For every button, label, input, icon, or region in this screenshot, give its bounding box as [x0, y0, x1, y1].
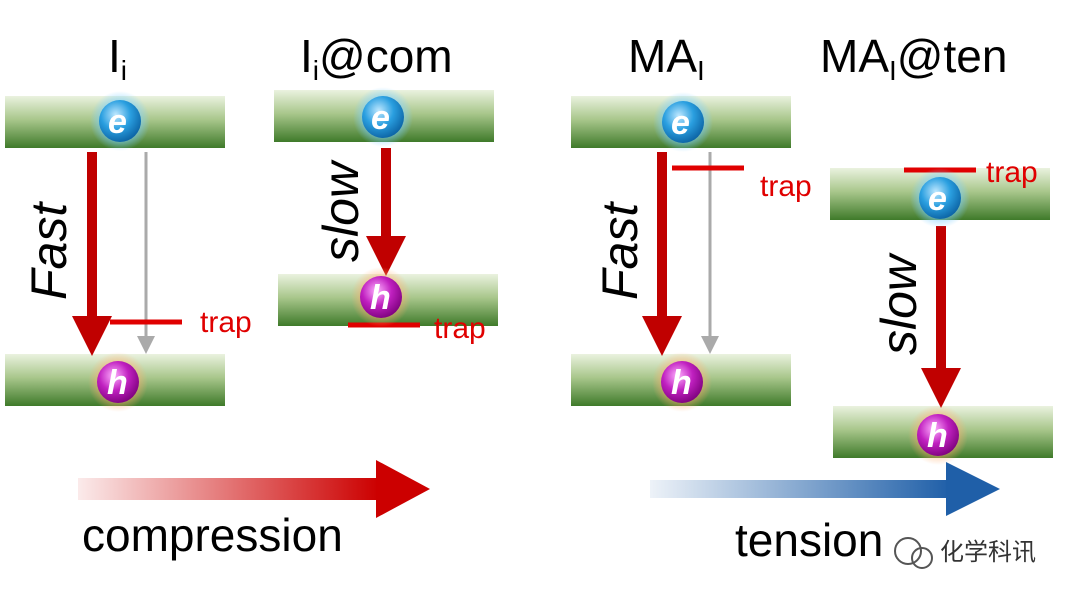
trap-label: trap: [200, 306, 252, 339]
panel-mai: MAI trap Fast e h: [571, 30, 812, 412]
electron-label: e: [371, 99, 390, 137]
panel-title: Ii: [108, 30, 127, 86]
panel-ii: Ii trap Fast e h: [5, 30, 252, 412]
hole-icon: [917, 414, 959, 456]
compression-arrow: compression: [78, 460, 430, 561]
rate-label: slow: [871, 252, 927, 355]
trap-label: trap: [434, 312, 486, 345]
electron-icon: [99, 100, 141, 142]
electron-label: e: [671, 104, 690, 142]
watermark: 化学科讯: [894, 537, 1036, 569]
panel-title: MAI@ten: [820, 30, 1007, 86]
compression-arrow-head: [376, 460, 430, 518]
panel-title: Ii@com: [300, 30, 453, 86]
tension-arrow-head: [946, 462, 1000, 516]
hole-icon: [661, 361, 703, 403]
hole-icon: [97, 361, 139, 403]
panel-ii-com: Ii@com trap slow e h: [274, 30, 498, 345]
rate-label: slow: [313, 159, 369, 262]
tension-arrow-shaft: [650, 480, 950, 498]
electron-icon: [662, 101, 704, 143]
electron-label: e: [108, 103, 127, 141]
hole-label: h: [671, 364, 692, 402]
rate-label: Fast: [592, 201, 648, 300]
hole-label: h: [927, 417, 948, 455]
wechat-icon-bubble: [911, 547, 933, 569]
electron-label: e: [928, 180, 947, 218]
electron-icon: [919, 177, 961, 219]
wechat-icon: [894, 537, 922, 565]
panel-title: MAI: [628, 30, 705, 86]
hole-label: h: [107, 364, 128, 402]
compression-label: compression: [82, 509, 343, 561]
tension-label: tension: [735, 514, 883, 566]
compression-arrow-shaft: [78, 478, 378, 500]
watermark-text: 化学科讯: [940, 538, 1036, 566]
hole-label: h: [370, 279, 391, 317]
tension-arrow: tension: [650, 462, 1000, 566]
panel-mai-ten: MAI@ten trap slow e h: [820, 30, 1053, 465]
trap-label: trap: [760, 170, 812, 203]
hole-icon: [360, 276, 402, 318]
electron-icon: [362, 96, 404, 138]
trap-label: trap: [986, 156, 1038, 189]
rate-label: Fast: [21, 201, 77, 300]
